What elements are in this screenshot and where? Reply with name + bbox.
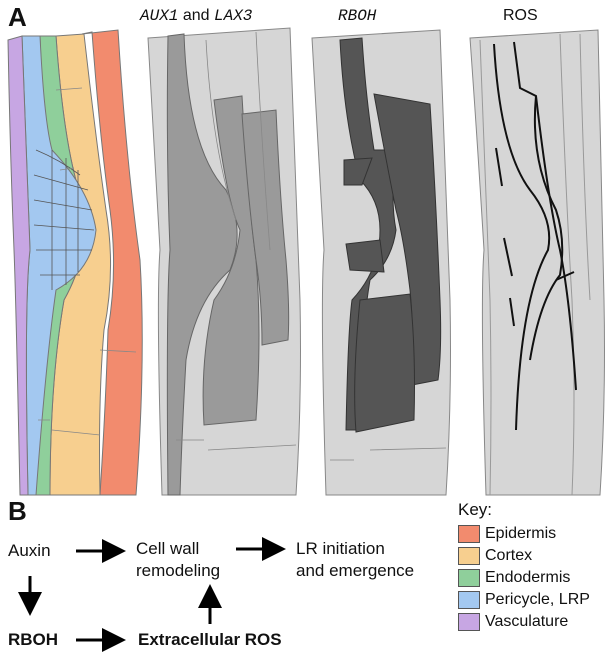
ros-node: Extracellular ROS xyxy=(138,630,282,649)
rboh-node: RBOH xyxy=(8,630,59,649)
lrp-cell-walls xyxy=(33,149,95,290)
rboh-expression xyxy=(311,29,451,496)
rboh-lower xyxy=(354,293,415,433)
ros-signal xyxy=(469,29,605,496)
key-label-pericycle: Pericycle, LRP xyxy=(485,591,590,608)
aux1-lax3-expression xyxy=(147,27,301,496)
vasculature-layer xyxy=(7,35,31,496)
key-title: Key: xyxy=(458,500,493,519)
epidermis-layer xyxy=(81,29,143,496)
panel-b-label: B xyxy=(8,496,27,526)
lr-line1: LR initiation xyxy=(296,539,385,558)
gene-aux1: AUX1 xyxy=(140,7,179,25)
panel-a-label: A xyxy=(8,2,27,32)
root-illustrations xyxy=(7,27,605,496)
key-item-pericycle: Pericycle, LRP xyxy=(458,590,590,610)
col-title-aux1-lax3: AUX1 and LAX3 xyxy=(140,6,252,26)
auxin-node: Auxin xyxy=(8,541,51,560)
tissue-map xyxy=(7,29,143,496)
title-joiner: and xyxy=(178,7,214,24)
lr-node: LR initiation and emergence xyxy=(296,538,414,582)
key-item-endodermis: Endodermis xyxy=(458,568,570,588)
swatch-endodermis xyxy=(458,569,480,587)
key-item-vasculature: Vasculature xyxy=(458,612,568,632)
key-item-cortex: Cortex xyxy=(458,546,532,566)
gene-lax3: LAX3 xyxy=(214,7,253,25)
key-label-epidermis: Epidermis xyxy=(485,525,557,542)
swatch-pericycle xyxy=(458,591,480,609)
cell-wall-node: Cell wall remodeling xyxy=(136,538,220,582)
key-item-epidermis: Epidermis xyxy=(458,524,556,544)
rboh-endodermis xyxy=(343,157,385,273)
gene-rboh: RBOH xyxy=(338,7,377,25)
lr-line2: and emergence xyxy=(296,561,415,580)
swatch-vasculature xyxy=(458,613,480,631)
col-title-ros: ROS xyxy=(503,7,538,24)
cell-wall-line2: remodeling xyxy=(136,561,221,580)
key-label-vasculature: Vasculature xyxy=(485,613,569,630)
col-title-rboh: RBOH xyxy=(338,6,376,26)
swatch-cortex xyxy=(458,547,480,565)
key-label-cortex: Cortex xyxy=(485,547,533,564)
cell-wall-line1: Cell wall xyxy=(136,539,200,558)
aux1-lax3-pericycle xyxy=(166,33,238,496)
key-label-endodermis: Endodermis xyxy=(485,569,571,586)
swatch-epidermis xyxy=(458,525,480,543)
aux1-lax3-epidermis xyxy=(241,109,290,346)
ros-cell-walls xyxy=(493,41,577,431)
